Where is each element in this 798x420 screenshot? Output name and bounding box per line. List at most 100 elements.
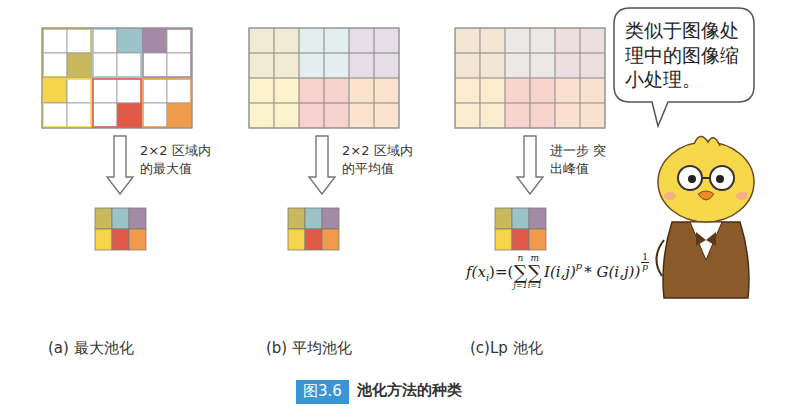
input-grid: [42, 28, 192, 128]
grid-cell: [495, 208, 512, 229]
grid-cell: [42, 53, 67, 78]
grid-cell: [555, 103, 580, 128]
grid-cell: [299, 103, 324, 128]
pool-region: [93, 29, 141, 77]
grid-cell: [92, 53, 117, 78]
grid-cell: [167, 103, 192, 128]
grid-cell: [580, 53, 605, 78]
grid-cell: [480, 103, 505, 128]
grid-cell: [167, 78, 192, 103]
grid-border: [249, 28, 399, 128]
grid-cell: [580, 28, 605, 53]
grid-cell: [480, 53, 505, 78]
grid-cell: [349, 53, 374, 78]
grid-cell: [530, 103, 555, 128]
grid-cell: [95, 229, 112, 250]
formula-part: i=1: [528, 282, 542, 290]
grid-cell: [129, 208, 146, 229]
grid-cell: [67, 78, 92, 103]
grid-cell: [505, 103, 530, 128]
grid-cell: [555, 78, 580, 103]
grid-cell: [530, 28, 555, 53]
pool-region: [93, 79, 141, 127]
formula-part: ∑: [528, 263, 542, 282]
speech-bubble: 类似于图像处理中的图像缩小处理。: [614, 8, 754, 102]
arrow-label: 进一步 突出峰值: [550, 142, 610, 177]
formula-stack: n∑j=1: [513, 254, 527, 290]
grid-cell: [580, 53, 605, 78]
down-arrow: [517, 136, 543, 194]
grid-cell: [305, 208, 322, 229]
grid-cell: [274, 103, 299, 128]
grid-cell: [505, 78, 530, 103]
formula-part: * G(i,j)): [584, 263, 640, 281]
grid-cell: [580, 28, 605, 53]
grid-cell: [92, 103, 117, 128]
formula-part: i: [486, 272, 489, 283]
figure-number: 图3.6: [303, 382, 342, 402]
formula-part: ∑: [514, 263, 528, 282]
pool-region: [143, 29, 191, 77]
formula-part: )=(: [489, 263, 513, 281]
formula-part: n: [518, 254, 524, 263]
grid-cell: [555, 53, 580, 78]
grid-cell: [480, 28, 505, 53]
grid-cell: [92, 28, 117, 53]
grid-cell: [495, 229, 512, 250]
arrow-label: 2×2 区域内 的平均值: [342, 142, 420, 177]
grid-cell: [530, 28, 555, 53]
grid-cell: [374, 53, 399, 78]
grid-cell: [129, 229, 146, 250]
formula-part: p: [576, 260, 582, 271]
figure-label-box: 图3.6: [296, 380, 349, 404]
grid-cell: [374, 103, 399, 128]
grid-cell: [480, 78, 505, 103]
grid-cell: [112, 229, 129, 250]
grid-cell: [505, 53, 530, 78]
grid-cell: [274, 28, 299, 53]
grid-cell: [480, 28, 505, 53]
grid-cell: [142, 103, 167, 128]
lp-formula: f(xi)=(n∑j=1m∑i=1I(i,j)p* G(i,j))1p: [466, 254, 649, 290]
formula-stack: m∑i=1: [528, 254, 542, 290]
grid-cell: [530, 78, 555, 103]
grid-border: [455, 28, 605, 128]
grid-cell: [505, 78, 530, 103]
grid-cell: [505, 53, 530, 78]
grid-cell: [455, 28, 480, 53]
grid-cell: [530, 53, 555, 78]
formula-part: f(x: [466, 263, 486, 281]
formula-part: I(i,j): [544, 263, 576, 281]
formula-part: 1: [641, 253, 649, 263]
formula-part: m: [531, 254, 540, 263]
grid-cell: [112, 208, 129, 229]
grid-cell: [505, 28, 530, 53]
grid-cell: [117, 53, 142, 78]
grid-cell: [249, 78, 274, 103]
grid-cell: [455, 78, 480, 103]
grid-cell: [322, 229, 339, 250]
input-grid: [249, 28, 399, 128]
grid-cell: [530, 53, 555, 78]
grid-cell: [555, 53, 580, 78]
grid-border: [42, 28, 192, 128]
grid-cell: [322, 208, 339, 229]
grid-cell: [580, 78, 605, 103]
grid-cell: [95, 208, 112, 229]
grid-cell: [167, 53, 192, 78]
grid-cell: [117, 28, 142, 53]
grid-cell: [324, 53, 349, 78]
formula-part: p: [642, 263, 648, 272]
grid-cell: [42, 28, 67, 53]
grid-cell: [480, 53, 505, 78]
pool-region: [43, 29, 91, 77]
grid-cell: [117, 78, 142, 103]
formula-stack: 1p: [641, 253, 649, 272]
grid-cell: [324, 28, 349, 53]
grid-cell: [167, 28, 192, 53]
output-grid: [288, 208, 339, 250]
grid-cell: [530, 78, 555, 103]
grid-cell: [274, 53, 299, 78]
grid-cell: [142, 78, 167, 103]
grid-cell: [42, 103, 67, 128]
